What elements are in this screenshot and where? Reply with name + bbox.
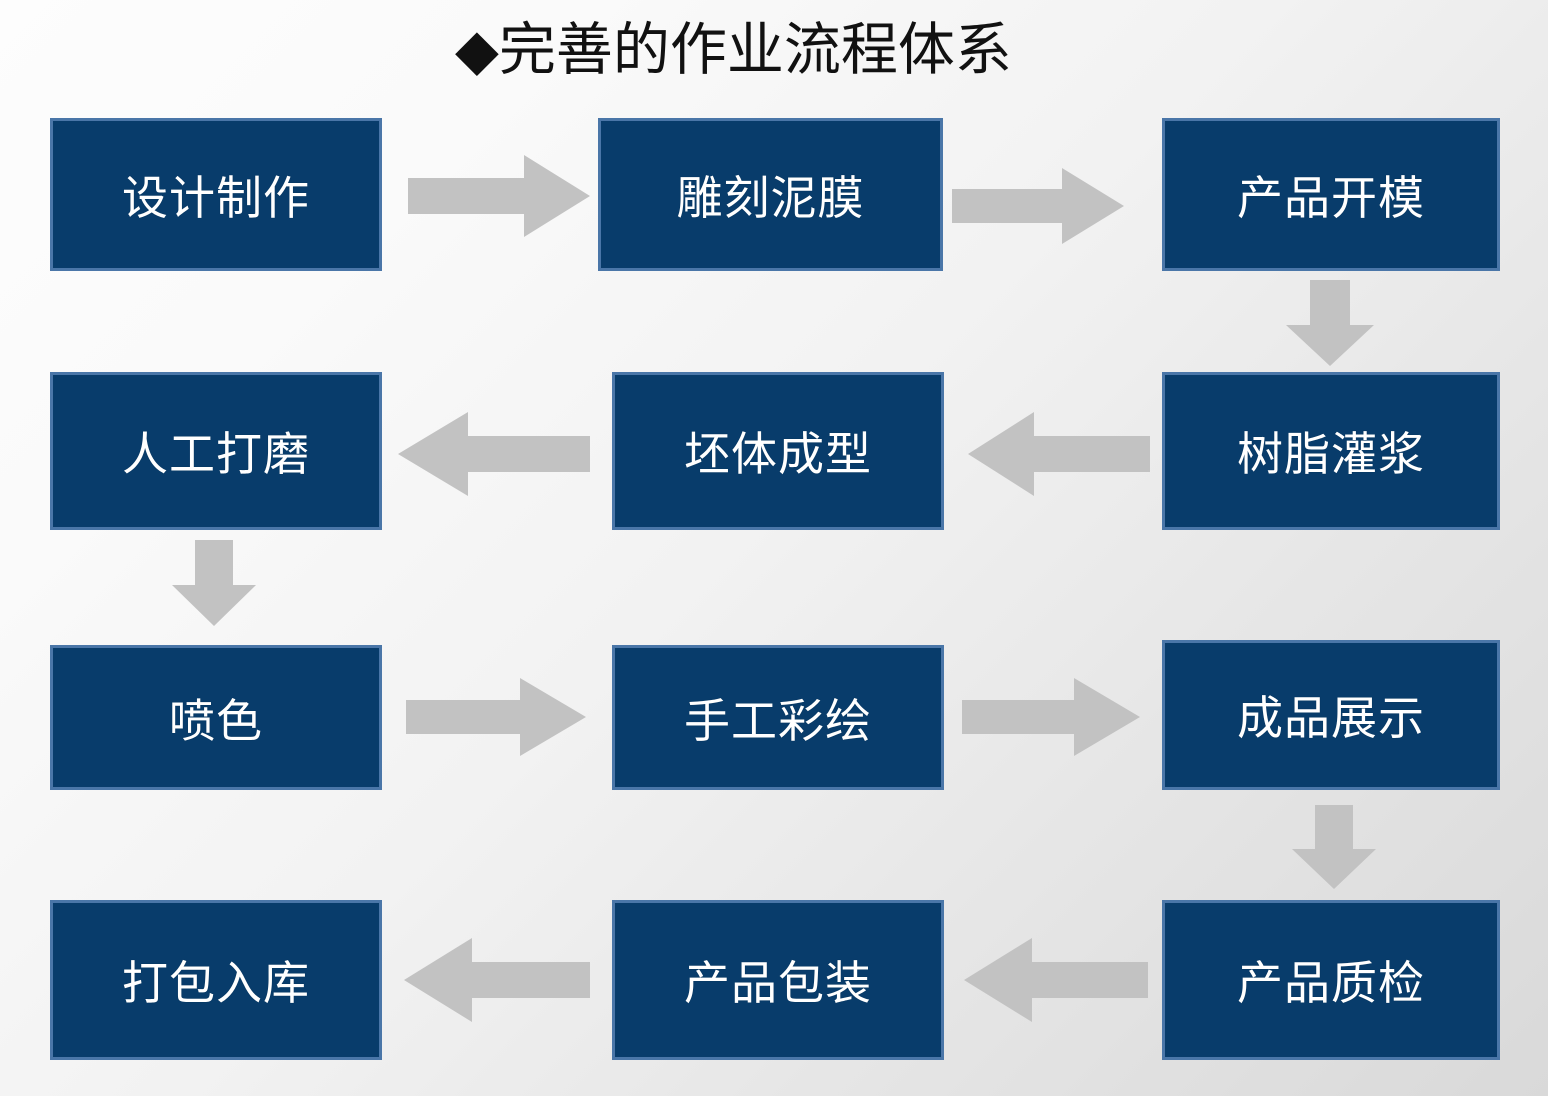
connector-arrow-left-4 bbox=[964, 938, 1148, 1022]
connector-arrow-right-3 bbox=[406, 678, 586, 756]
process-node-product-mold-opening[interactable]: 产品开模 bbox=[1162, 118, 1500, 271]
connector-arrow-down-2 bbox=[172, 540, 256, 626]
process-node-finished-product-display[interactable]: 成品展示 bbox=[1162, 640, 1500, 790]
page-title: ◆完善的作业流程体系 bbox=[455, 19, 1012, 83]
node-label: 人工打磨 bbox=[122, 428, 310, 480]
node-label: 产品质检 bbox=[1237, 957, 1425, 1009]
node-label: 坯体成型 bbox=[684, 428, 872, 480]
process-node-product-quality-inspection[interactable]: 产品质检 bbox=[1162, 900, 1500, 1060]
process-node-manual-polishing[interactable]: 人工打磨 bbox=[50, 372, 382, 530]
process-node-product-packaging[interactable]: 产品包装 bbox=[612, 900, 944, 1060]
connector-arrow-right-1 bbox=[408, 155, 590, 237]
connector-arrow-right-4 bbox=[962, 678, 1140, 756]
connector-arrow-down-3 bbox=[1292, 805, 1376, 889]
node-label: 雕刻泥膜 bbox=[676, 171, 865, 224]
process-node-blank-forming[interactable]: 坯体成型 bbox=[612, 372, 944, 530]
process-node-design-production[interactable]: 设计制作 bbox=[50, 118, 382, 271]
process-node-packing-into-warehouse[interactable]: 打包入库 bbox=[50, 900, 382, 1060]
connector-arrow-left-2 bbox=[968, 412, 1150, 496]
process-node-carve-clay-model[interactable]: 雕刻泥膜 bbox=[598, 118, 943, 271]
connector-arrow-down-1 bbox=[1286, 280, 1374, 366]
connector-arrow-right-2 bbox=[952, 168, 1124, 244]
node-label: 产品开模 bbox=[1237, 171, 1425, 224]
node-label: 设计制作 bbox=[122, 171, 310, 224]
node-label: 树脂灌浆 bbox=[1237, 428, 1425, 480]
connector-arrow-left-1 bbox=[398, 412, 590, 496]
node-label: 手工彩绘 bbox=[684, 694, 872, 747]
node-label: 产品包装 bbox=[684, 957, 872, 1009]
process-node-spray-color[interactable]: 喷色 bbox=[50, 645, 382, 790]
process-node-resin-grouting[interactable]: 树脂灌浆 bbox=[1162, 372, 1500, 530]
node-label: 成品展示 bbox=[1237, 692, 1425, 744]
node-label: 喷色 bbox=[169, 694, 263, 747]
process-node-hand-painting[interactable]: 手工彩绘 bbox=[612, 645, 944, 790]
connector-arrow-left-3 bbox=[404, 938, 590, 1022]
node-label: 打包入库 bbox=[122, 957, 310, 1009]
